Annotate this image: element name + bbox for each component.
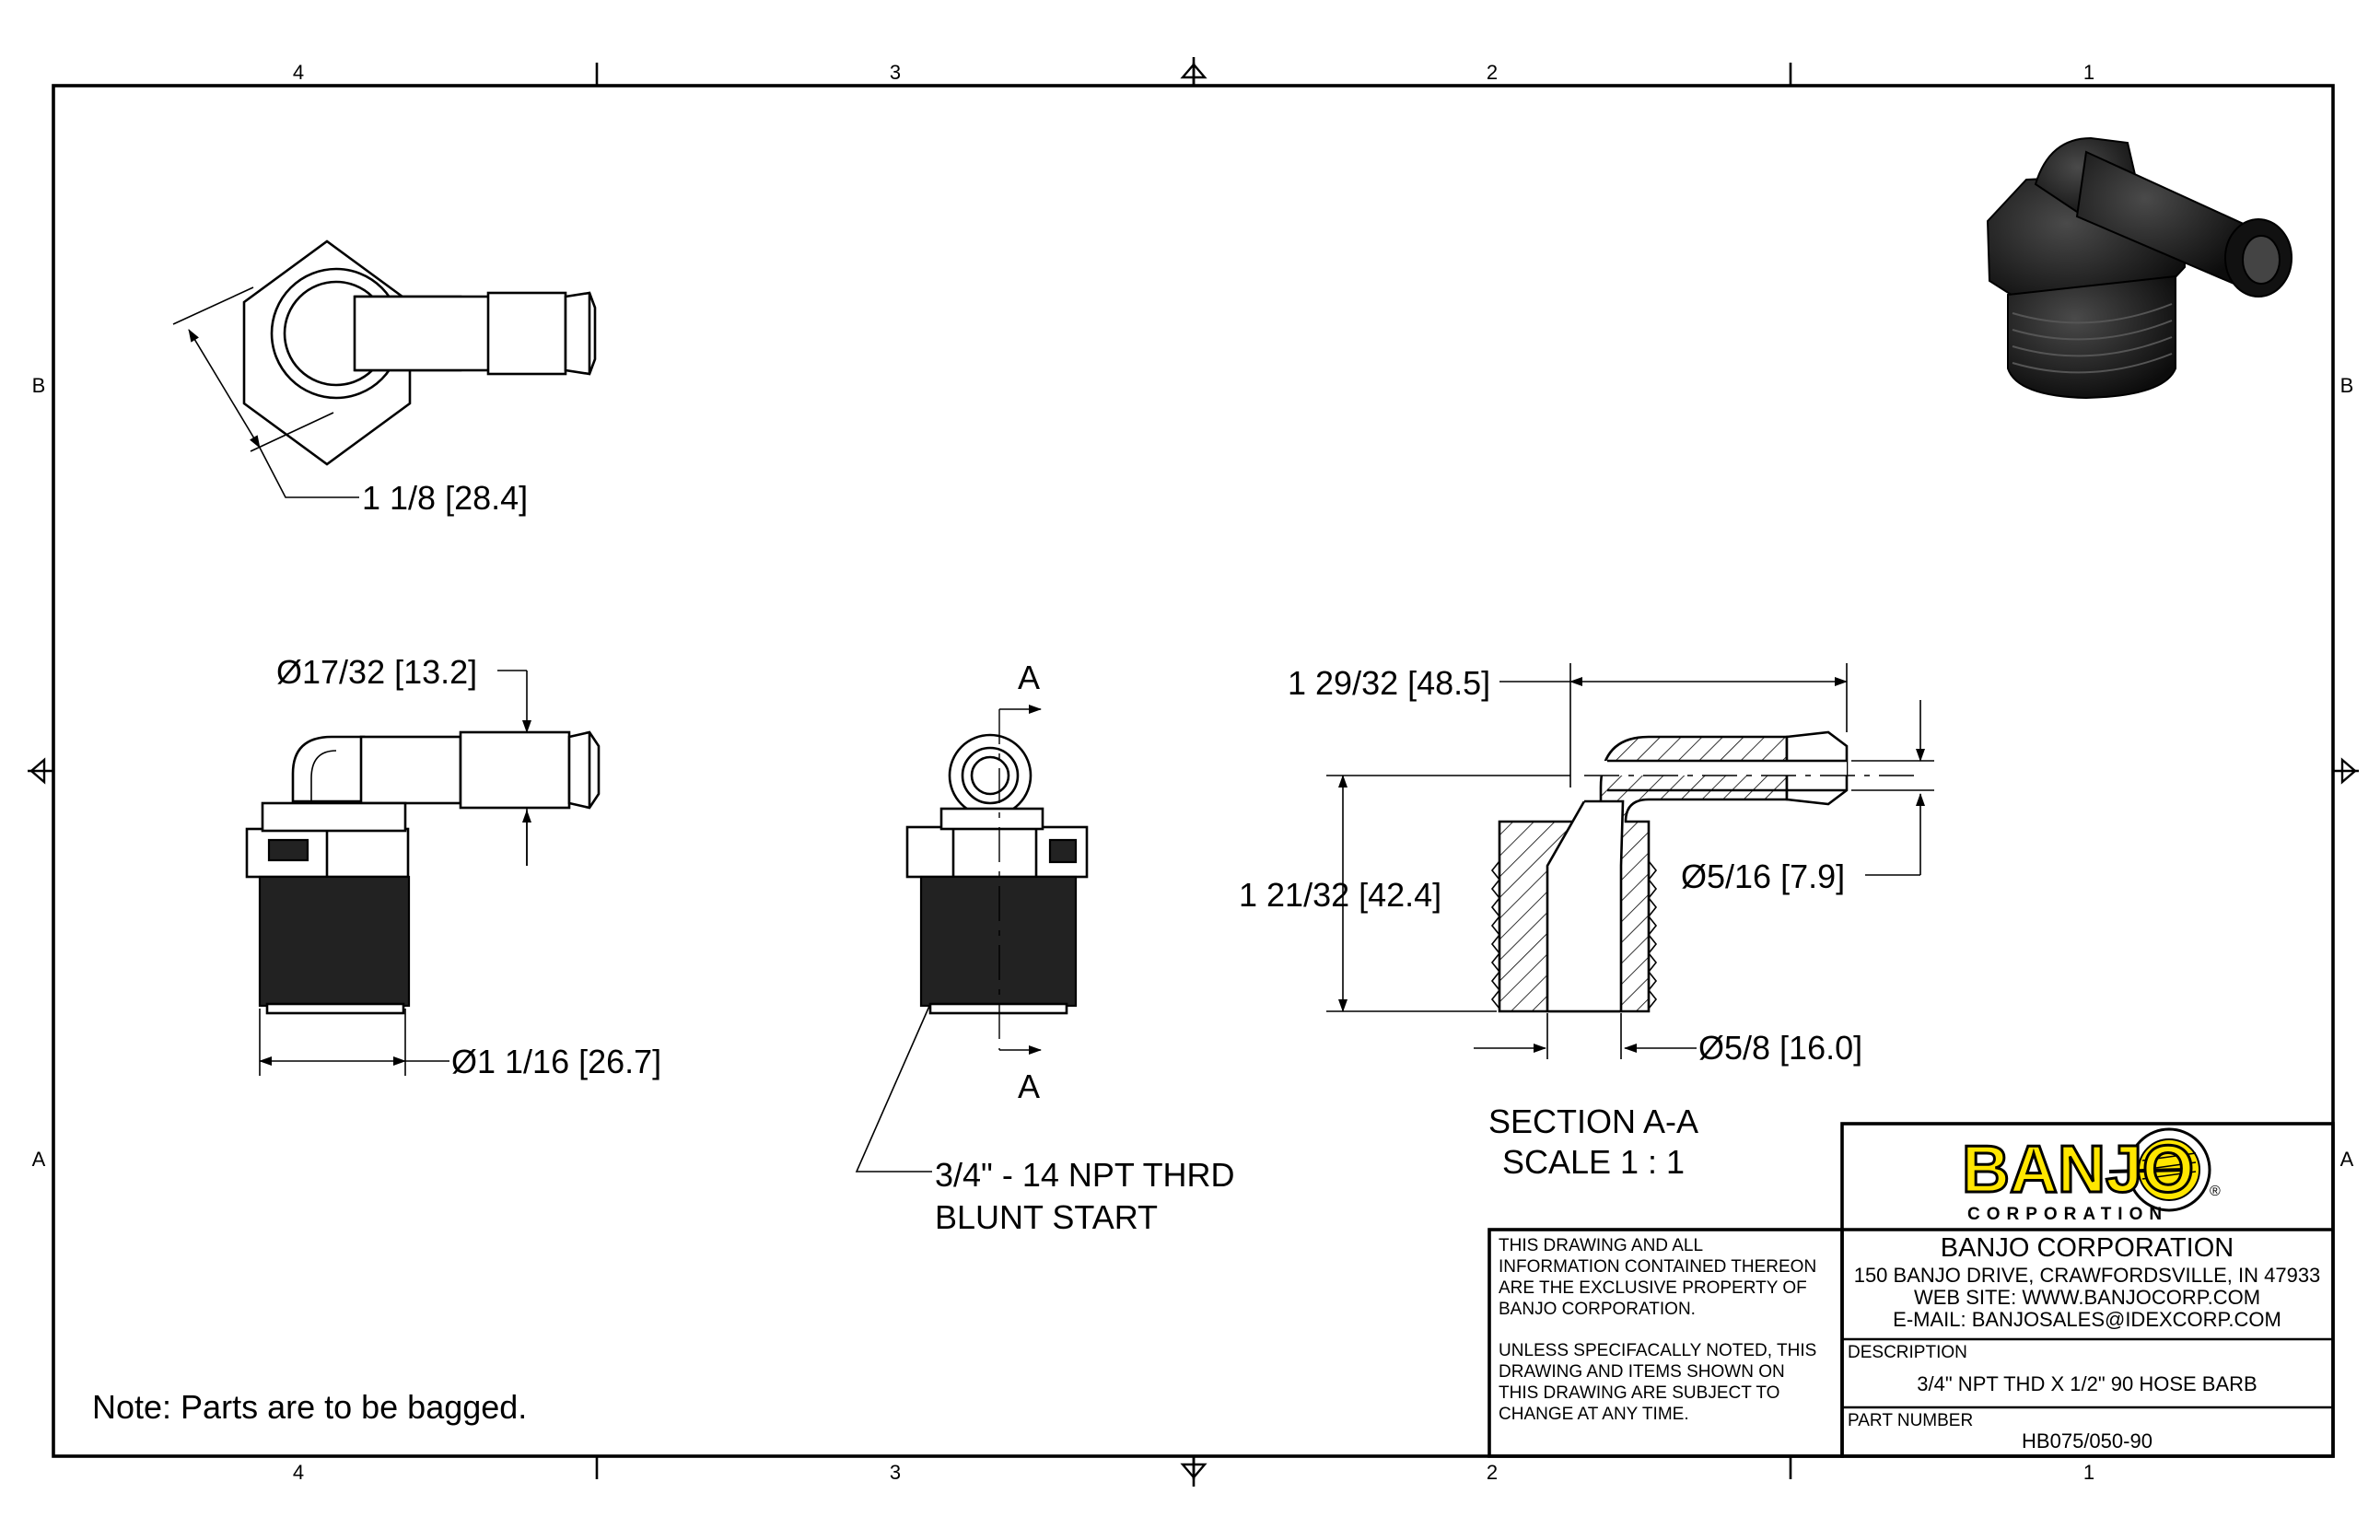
property-line-4: BANJO CORPORATION. (1499, 1300, 1696, 1319)
change-line-4: CHANGE AT ANY TIME. (1499, 1405, 1689, 1424)
company-website: WEB SITE: WWW.BANJOCORP.COM (1914, 1286, 2260, 1309)
property-line-1: THIS DRAWING AND ALL (1499, 1236, 1703, 1255)
zone-col-top-3: 3 (890, 61, 901, 84)
logo-subtext: CORPORATION (1967, 1205, 2168, 1224)
zone-col-bottom-4: 4 (293, 1461, 304, 1484)
front-view: A A 3/4" - 14 NPT THRD BLUNT START (855, 659, 1235, 1236)
dim-overall-height: 1 21/32 [42.4] (1239, 876, 1441, 914)
title-block: BANJO CORPORATION ® BANJO CORPORATION 15… (1488, 1122, 2335, 1458)
section-view-scale: SCALE 1 : 1 (1502, 1143, 1685, 1181)
banjo-logo: BANJO CORPORATION ® (1961, 1127, 2221, 1224)
thread-callout-line2: BLUNT START (935, 1198, 1158, 1236)
part-number-label: PART NUMBER (1848, 1411, 1973, 1430)
property-line-2: INFORMATION CONTAINED THEREON (1499, 1257, 1816, 1277)
hex-marking-left (267, 838, 309, 862)
side-view: Ø17/32 [13.2] Ø1 1/16 [26.7] (245, 653, 661, 1080)
company-address: 150 BANJO DRIVE, CRAWFORDSVILLE, IN 4793… (1854, 1264, 2321, 1287)
thread-callout-line1: 3/4" - 14 NPT THRD (935, 1156, 1235, 1194)
sheet-border: 4 3 2 1 4 3 2 1 B A B A (28, 57, 2359, 1487)
property-line-3: ARE THE EXCLUSIVE PROPERTY OF (1499, 1278, 1807, 1298)
section-view: 1 29/32 [48.5] 1 21/32 [42.4] Ø5/16 [7.9… (1239, 663, 1934, 1181)
zone-row-right-b: B (2340, 374, 2354, 397)
thread-portion-left (258, 875, 411, 1008)
description-value: 3/4" NPT THD X 1/2" 90 HOSE BARB (1917, 1372, 2257, 1395)
zone-col-bottom-1: 1 (2083, 1461, 2094, 1484)
zone-row-right-a: A (2340, 1148, 2354, 1171)
dim-barb-diameter: Ø17/32 [13.2] (276, 653, 477, 691)
section-letter-top: A (1018, 659, 1040, 696)
company-name: BANJO CORPORATION (1941, 1233, 2234, 1263)
isometric-render (1986, 136, 2292, 400)
zone-col-bottom-3: 3 (890, 1461, 901, 1484)
change-line-1: UNLESS SPECIFACALLY NOTED, THIS (1499, 1341, 1816, 1360)
logo-wordmark: BANJO (1962, 1133, 2194, 1207)
dim-thread-diameter: Ø1 1/16 [26.7] (451, 1043, 661, 1080)
section-letter-bottom: A (1018, 1068, 1040, 1105)
dim-overall-length: 1 29/32 [48.5] (1288, 664, 1490, 702)
general-note: Note: Parts are to be bagged. (92, 1388, 527, 1426)
dim-bore-diameter: Ø5/16 [7.9] (1681, 858, 1845, 895)
change-line-3: THIS DRAWING ARE SUBJECT TO (1499, 1383, 1779, 1403)
dim-inlet-diameter: Ø5/8 [16.0] (1698, 1029, 1862, 1067)
thread-portion-front (919, 875, 1078, 1008)
section-view-title: SECTION A-A (1488, 1102, 1698, 1140)
zone-col-top-2: 2 (1487, 61, 1498, 84)
right-center-arrow-icon (2340, 757, 2357, 785)
zone-col-top-1: 1 (2083, 61, 2094, 84)
top-view: 1 1/8 [28.4] (172, 239, 597, 517)
zone-col-bottom-2: 2 (1487, 1461, 1498, 1484)
change-line-2: DRAWING AND ITEMS SHOWN ON (1499, 1362, 1785, 1382)
company-email: E-MAIL: BANJOSALES@IDEXCORP.COM (1893, 1308, 2281, 1331)
description-label: DESCRIPTION (1848, 1343, 1967, 1362)
dim-hex-across-flats: 1 1/8 [28.4] (362, 479, 528, 517)
part-number-value: HB075/050-90 (2022, 1429, 2152, 1452)
logo-registered-mark: ® (2210, 1184, 2221, 1199)
left-center-arrow-icon (29, 757, 46, 785)
zone-row-left-b: B (32, 374, 46, 397)
zone-col-top-4: 4 (293, 61, 304, 84)
zone-row-left-a: A (32, 1148, 46, 1171)
